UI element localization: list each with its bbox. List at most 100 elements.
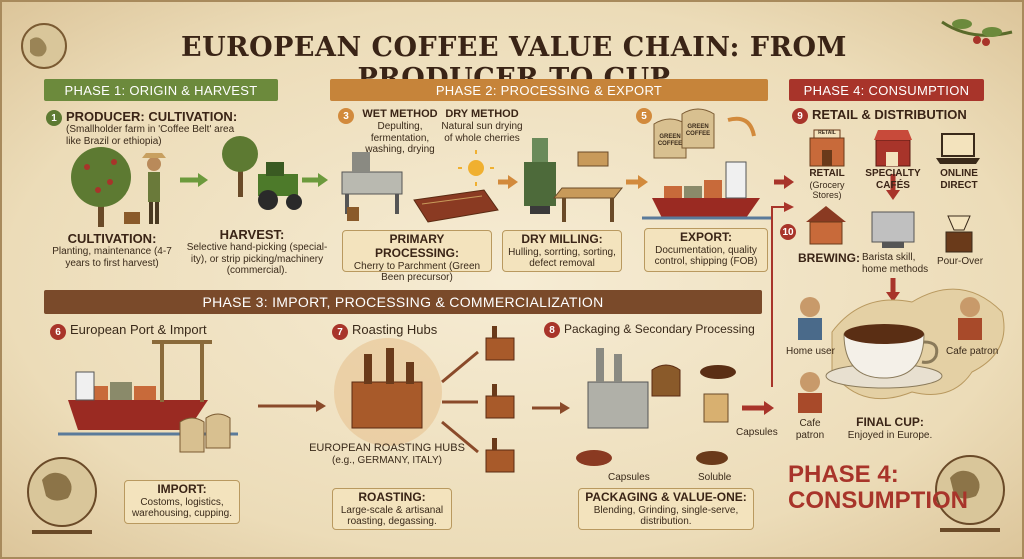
soluble-coffee-icon — [696, 451, 728, 465]
pour-over-icon — [945, 215, 973, 253]
producer-desc: (Smallholder farm in 'Coffee Belt' area … — [66, 124, 235, 147]
drying-bed-icon — [413, 189, 499, 223]
retail-label: RETAIL — [809, 168, 845, 179]
capsules-right-label: Capsules — [736, 427, 778, 438]
wet-method-title: WET METHOD — [362, 108, 438, 120]
step-9-badge: 9 — [792, 108, 808, 124]
globe-top-left-icon — [21, 23, 67, 69]
capsule-tin-icon — [703, 393, 729, 423]
coffee-branch-top-right-icon — [941, 19, 1013, 46]
sack-left-label: GREEN COFFEE — [657, 134, 683, 147]
european-roasting-hubs-desc: (e.g., GERMANY, ITALY) — [331, 455, 443, 466]
small-factory-3-icon — [485, 438, 515, 473]
wet-processing-machine-icon — [341, 152, 403, 221]
phase-2-banner: PHASE 2: PROCESSING & EXPORT — [330, 79, 768, 101]
cultivation-desc: Planting, maintenance (4-7 years to firs… — [52, 246, 172, 269]
small-factory-2-icon — [485, 384, 515, 419]
cultivation-title: CULTIVATION: — [67, 231, 157, 246]
roasting-box: ROASTING: Large-scale & artisanal roasti… — [332, 488, 452, 530]
globe-bottom-right-icon — [935, 455, 1005, 532]
dry-milling-desc: Hulling, sorrting, sorting, defect remov… — [508, 246, 616, 270]
phase-4-big-title: PHASE 4: CONSUMPTION — [788, 461, 968, 515]
primary-processing-desc: Cherry to Parchment (Green Been precurso… — [353, 260, 481, 284]
sack-right-label: GREEN COFFEE — [685, 124, 711, 137]
laptop-online-icon — [936, 133, 980, 164]
cafe-patron-left-label: Cafe patron — [795, 418, 825, 441]
tractor-icon — [258, 162, 302, 210]
roasting-hubs-title: Roasting Hubs — [352, 322, 438, 337]
espresso-machine-icon — [871, 211, 915, 248]
primary-processing-title: PRIMARY PROCESSING: — [374, 232, 459, 260]
house-icon — [806, 206, 846, 245]
specialty-cafe-icon — [874, 130, 912, 167]
page-title: EUROPEAN COFFEE VALUE CHAIN: FROM PRODUC… — [181, 32, 847, 94]
phase-4-big-line1: PHASE 4: — [788, 461, 899, 488]
harvest-tree-icon — [222, 136, 258, 197]
retail-distribution-title: RETAIL & DISTRIBUTION — [812, 107, 967, 122]
import-desc: Costoms, logistics, warehousing, cupping… — [131, 496, 233, 520]
step-10-badge: 10 — [780, 224, 796, 240]
ground-coffee-icon — [700, 365, 736, 379]
cargo-ship-icon — [642, 161, 772, 220]
home-user-label: Home user — [786, 346, 835, 357]
import-sacks-icon — [179, 413, 231, 453]
retail-store-icon — [809, 129, 845, 167]
arrow-brown-fan-icon — [441, 350, 479, 454]
capsules-bottom-label: Capsules — [608, 472, 650, 483]
primary-processing-box: PRIMARY PROCESSING: Cherry to Parchment … — [342, 230, 492, 283]
packaging-title: Packaging & Secondary Processing — [564, 322, 755, 336]
soluble-label: Soluble — [698, 472, 732, 483]
basket-icon — [124, 212, 140, 224]
step-1-badge: 1 — [46, 110, 62, 126]
coffee-cup-icon — [825, 324, 943, 389]
coffee-sack-left-icon — [653, 118, 687, 159]
sorting-table-icon — [552, 151, 624, 222]
sun-icon — [458, 150, 494, 186]
cafe-patron-left-icon — [798, 372, 822, 413]
connector-line-icon — [771, 206, 786, 387]
coffee-bag-icon — [651, 364, 681, 397]
port-crane-icon — [152, 340, 212, 402]
harvest-title: HARVEST: — [219, 227, 285, 242]
final-cup-desc: Enjoyed in Europe. — [847, 430, 933, 441]
home-user-icon — [798, 297, 822, 340]
port-ship-icon — [58, 371, 238, 436]
dry-milling-title: DRY MILLING: — [521, 232, 603, 246]
farmer-icon — [142, 153, 166, 224]
cafe-patron-right-icon — [958, 297, 982, 340]
final-cup-title: FINAL CUP: — [856, 415, 924, 429]
harvest-desc: Selective hand-picking (special-ity), or… — [186, 242, 328, 276]
export-box: EXPORT: Documentation, quality control, … — [644, 228, 768, 272]
dry-milling-box: DRY MILLING: Hulling, sorrting, sorting,… — [502, 230, 622, 272]
step-7-badge: 7 — [332, 324, 348, 340]
export-desc: Documentation, quality control, shipping… — [654, 244, 758, 268]
export-title: EXPORT: — [679, 230, 732, 244]
phase-1-banner: PHASE 1: ORIGIN & HARVEST — [44, 79, 278, 101]
globe-bottom-left-icon — [27, 457, 97, 534]
import-title: IMPORT: — [157, 482, 207, 496]
packaging-machine-icon — [587, 348, 649, 429]
european-roasting-hubs-title: EUROPEAN ROASTING HUBS — [309, 442, 465, 454]
brewing-desc: Barista skill, home methods — [862, 252, 929, 275]
roasting-title: ROASTING: — [358, 490, 426, 504]
roasting-desc: Large-scale & artisanal roasting, degass… — [340, 504, 444, 528]
pour-over-label: Pour-Over — [936, 256, 984, 267]
milling-machine-icon — [524, 138, 556, 214]
coffee-tree-icon — [71, 147, 131, 227]
retail-sign: RETAIL — [818, 130, 836, 136]
small-factory-1-icon — [485, 326, 515, 361]
wet-method-desc: Depulting, fermentation, washing, drying — [365, 121, 435, 155]
retail-sub: (Grocery Stores) — [809, 180, 845, 201]
roasting-factory-icon — [334, 338, 442, 446]
cafe-patron-right-label: Cafe patron — [946, 346, 999, 357]
capsules-bowl-icon — [576, 450, 612, 466]
packaging-value-desc: Blending, Grinding, single-serve, distri… — [593, 504, 739, 528]
step-3-badge: 3 — [338, 108, 354, 124]
packaging-value-title: PACKAGING & VALUE-ONE: — [585, 490, 747, 504]
producer-title: PRODUCER: CULTIVATION: — [66, 109, 238, 124]
brewing-title: BREWING: — [798, 251, 860, 265]
phase-4-big-line2: CONSUMPTION — [788, 487, 968, 515]
step-5-badge: 5 — [636, 108, 652, 124]
